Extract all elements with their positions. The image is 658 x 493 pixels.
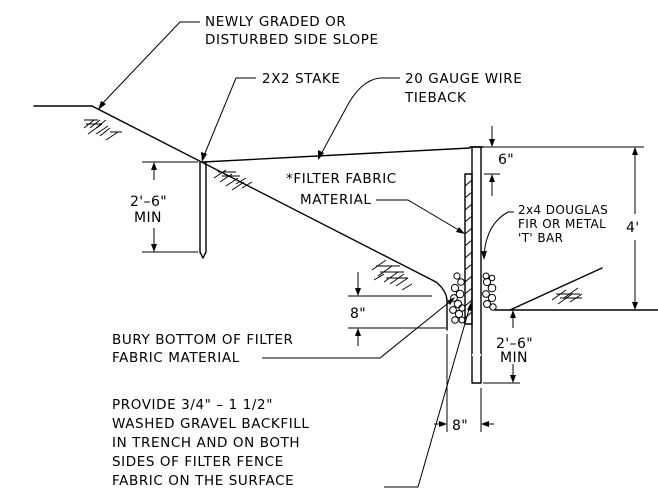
label-fabric-line2: MATERIAL xyxy=(300,192,372,208)
post-body xyxy=(471,146,482,384)
earth-hatching xyxy=(83,119,583,305)
right-slope-line xyxy=(509,267,603,311)
label-fabric-line1: *FILTER FABRIC xyxy=(286,171,397,187)
dim-fence-height-value: 4' xyxy=(626,220,640,236)
label-wire-line2: TIEBACK xyxy=(404,90,467,106)
leader-post xyxy=(483,211,514,257)
dim-fence-height: 4' xyxy=(483,146,644,310)
leader-bury xyxy=(262,299,453,359)
ground-profile xyxy=(33,105,658,331)
label-post-line1: 2x4 DOUGLAS xyxy=(518,203,608,217)
labels: NEWLY GRADED OR DISTURBED SIDE SLOPE 2X2… xyxy=(112,14,608,489)
label-gravel-line3: IN TRENCH AND ON BOTH xyxy=(112,435,300,451)
leader-wire xyxy=(319,77,400,157)
dim-stake-depth-value: 2'–6" xyxy=(130,194,167,210)
label-gravel-line5: FABRIC ON THE SURFACE xyxy=(112,473,294,489)
dim-post-depth-min: MIN xyxy=(500,350,528,366)
dim-post-depth: 2'–6" MIN xyxy=(483,310,533,384)
side-slope-line xyxy=(33,105,437,283)
label-stake: 2X2 STAKE xyxy=(262,71,341,87)
fabric-body xyxy=(464,173,473,325)
dim-top-offset: 6" xyxy=(484,126,514,196)
label-post-line3: 'T' BAR xyxy=(518,231,563,245)
dim-top-offset-value: 6" xyxy=(498,152,514,168)
dim-stake-depth-min: MIN xyxy=(134,210,162,226)
label-slope-line2: DISTURBED SIDE SLOPE xyxy=(205,32,379,48)
leader-stake xyxy=(202,77,256,159)
label-gravel-line2: WASHED GRAVEL BACKFILL xyxy=(112,416,310,432)
leader-fabric xyxy=(376,199,463,233)
label-slope-line1: NEWLY GRADED OR xyxy=(205,14,346,30)
label-gravel-line4: SIDES OF FILTER FENCE xyxy=(112,454,284,470)
hatch-upper-slope xyxy=(83,119,122,141)
label-bury-line1: BURY BOTTOM OF FILTER xyxy=(112,332,294,348)
dim-post-depth-value: 2'–6" xyxy=(496,336,533,352)
label-bury-line2: FABRIC MATERIAL xyxy=(112,350,240,366)
hatch-right-slope xyxy=(551,287,583,305)
gravel-backfill xyxy=(449,272,497,324)
trench-left-wall xyxy=(435,281,448,331)
stake xyxy=(199,161,207,259)
leaders xyxy=(98,21,514,488)
label-post-line2: FIR OR METAL xyxy=(518,217,606,231)
filter-fabric xyxy=(464,173,473,325)
wire-tieback xyxy=(202,147,471,163)
dim-trench-width-value: 8" xyxy=(452,418,468,434)
dim-trench-depth: 8" xyxy=(348,272,446,346)
dim-trench-depth-value: 8" xyxy=(350,306,366,322)
hatch-lower-slope xyxy=(371,259,413,291)
dim-stake-depth: 2'–6" MIN xyxy=(130,161,198,253)
stake-body xyxy=(199,161,207,259)
hatch-mid-slope xyxy=(213,169,253,191)
dim-trench-width: 8" xyxy=(434,334,494,434)
label-gravel-line1: PROVIDE 3/4" – 1 1/2" xyxy=(112,397,273,413)
leader-gravel xyxy=(384,305,471,488)
label-wire-line1: 20 GAUGE WIRE xyxy=(405,71,522,87)
leader-slope xyxy=(99,21,200,107)
